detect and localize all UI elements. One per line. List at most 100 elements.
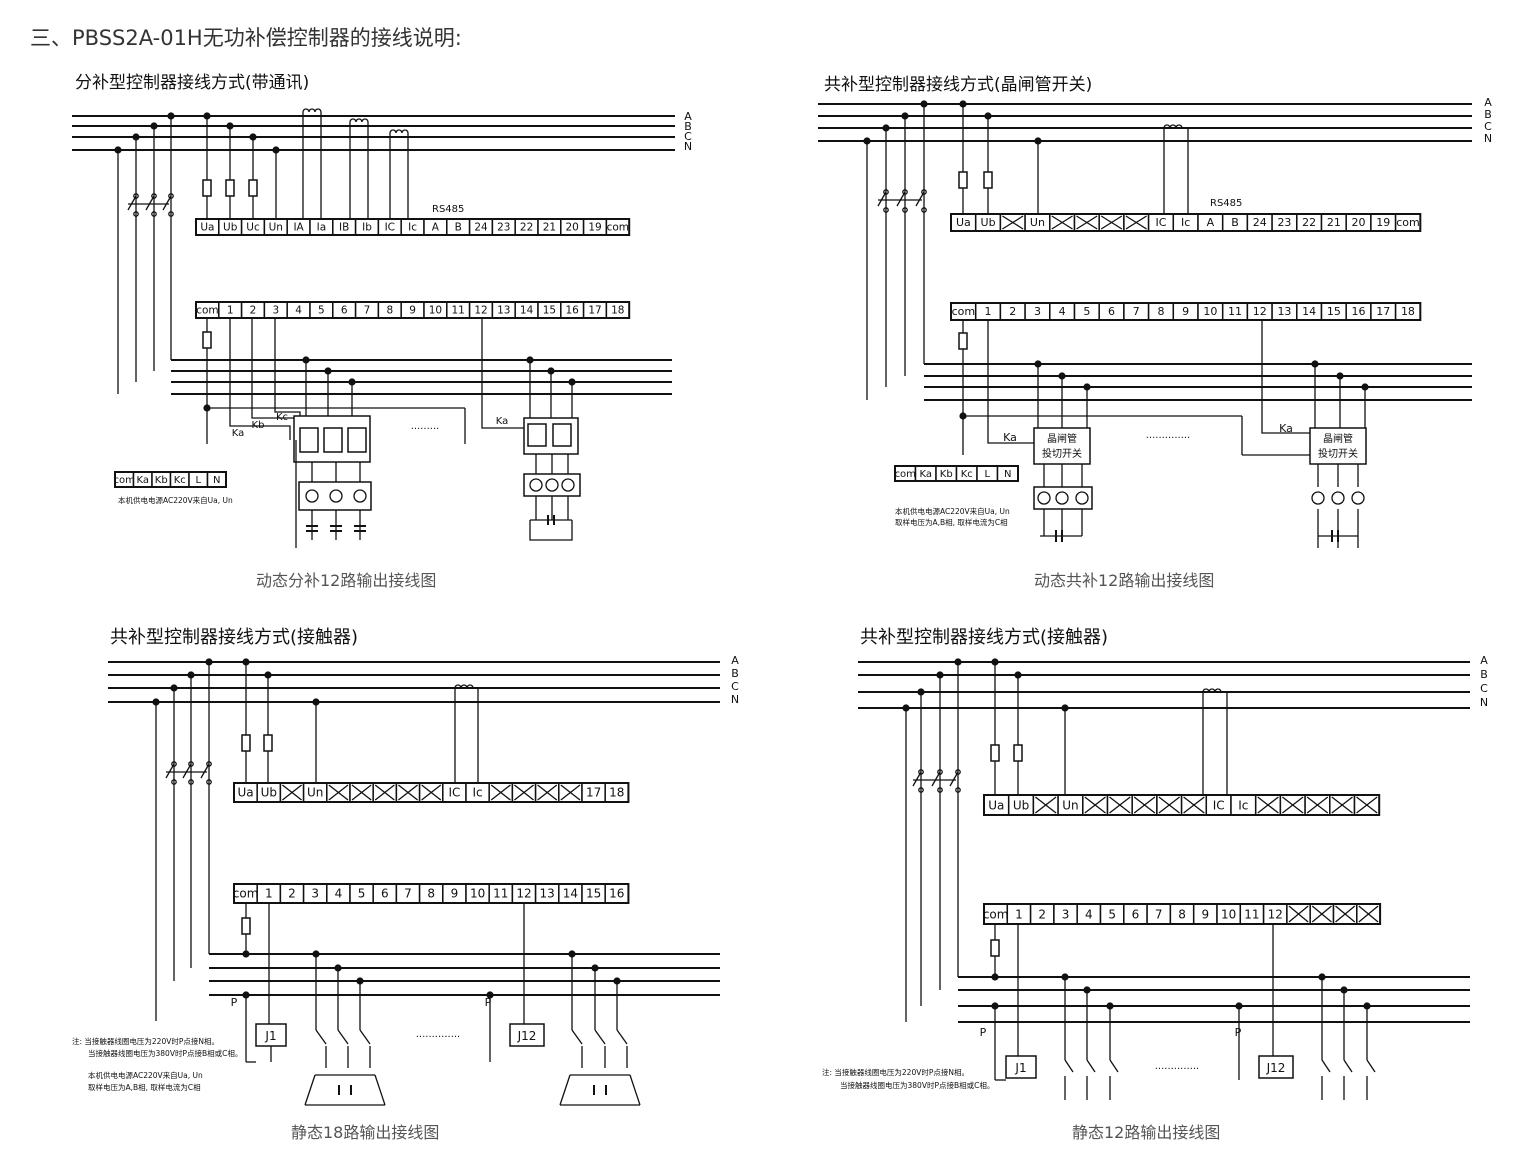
phase-label: C (1484, 120, 1492, 133)
wire (145, 195, 155, 211)
terminal-label: IC (1155, 216, 1166, 229)
phase-label: N (1484, 132, 1492, 145)
terminal-strip-frame (114, 471, 227, 488)
panel-title: 共补型控制器接线方式(接触器) (860, 627, 1108, 648)
reactor-coil (545, 478, 559, 492)
terminal-label: 12 (1268, 907, 1283, 921)
wire (359, 1029, 371, 1045)
panel-title: 共补型控制器接线方式(接触器) (110, 627, 358, 648)
terminal-label: 22 (520, 222, 533, 234)
terminal-label: Un (307, 786, 323, 800)
terminal-label: L (984, 469, 990, 480)
wire (1035, 796, 1057, 814)
terminal-strip-frame (233, 883, 630, 904)
thyristor (323, 427, 343, 453)
terminal-label: 6 (1132, 907, 1140, 921)
terminal-label: Ub (223, 222, 238, 234)
terminal-label: 7 (1155, 907, 1163, 921)
thyristor (299, 427, 319, 453)
reactor-coil (1331, 491, 1345, 505)
terminal-label: B (455, 222, 462, 234)
dots: ·············· (1146, 433, 1191, 444)
p-label: P (980, 1026, 987, 1039)
terminal-label: 19 (588, 222, 601, 234)
wire (877, 191, 887, 207)
fuse (958, 171, 968, 189)
terminal-label: 3 (311, 887, 319, 901)
switch-contact (921, 207, 927, 213)
terminal-label: Un (1030, 216, 1045, 229)
note: 注: 当接触器线圈电压为220V时P点接N相。 (822, 1067, 969, 1077)
terminal-label: 11 (452, 305, 465, 317)
contactor-label: J12 (517, 1029, 537, 1043)
switch-contact (171, 761, 177, 767)
terminal-label: 16 (609, 887, 624, 901)
terminal-label: Ib (362, 222, 372, 234)
terminal-label: 16 (1352, 305, 1366, 318)
page-heading: 三、PBSS2A-01H无功补偿控制器的接线说明: (30, 26, 462, 50)
fuse (241, 917, 251, 935)
wire (1158, 796, 1180, 814)
ct-coil (395, 129, 403, 134)
rs485-label: RS485 (432, 204, 464, 215)
reactor-coil (1055, 491, 1069, 505)
thyristor (347, 427, 367, 453)
terminal-label: 3 (1034, 305, 1041, 318)
terminal-label: B (1231, 216, 1239, 229)
terminal-label: Kb (940, 469, 953, 480)
terminal-label: Ic (1181, 216, 1190, 229)
terminal-label: Ka (919, 469, 932, 480)
phase-label: B (684, 120, 692, 133)
terminal-label: 9 (1202, 907, 1210, 921)
terminal-label: 3 (1062, 907, 1070, 921)
switch-contact (151, 211, 157, 217)
contactor-label: J1 (264, 1029, 276, 1043)
terminal-label: 12 (516, 887, 531, 901)
k-label: Kc (276, 412, 288, 423)
wire (529, 520, 573, 541)
ct-coil (349, 118, 357, 123)
switch-contact (188, 779, 194, 785)
ct-coil (466, 684, 474, 689)
terminal-label: 17 (586, 786, 601, 800)
wire (421, 784, 442, 801)
terminal-label: 23 (497, 222, 510, 234)
wire (616, 1029, 628, 1045)
note: 本机供电电源AC220V来自Ua, Un (895, 506, 1010, 516)
terminal-label: IC (448, 786, 460, 800)
terminal-label: A (432, 222, 440, 234)
p-label: P (231, 996, 238, 1009)
terminal-label: Kc (961, 469, 973, 480)
terminal-label: 23 (1277, 216, 1291, 229)
reactor-coil (561, 478, 575, 492)
phase-label: A (731, 654, 739, 667)
wire (559, 1074, 571, 1106)
switch-contact (883, 207, 889, 213)
panel-title: 分补型控制器接线方式(带通讯) (75, 73, 309, 93)
switch-contact (168, 211, 174, 217)
dots: ·············· (1155, 1064, 1200, 1075)
switch-contact (168, 193, 174, 199)
phase-label: A (684, 110, 692, 123)
note: 当接触器线圈电压为380V时P点接B相或C相。 (88, 1048, 242, 1058)
terminal-label: com (233, 887, 259, 901)
phase-label: B (1480, 668, 1488, 681)
ct-coil (355, 118, 363, 123)
wire (374, 784, 395, 801)
wire (127, 195, 137, 211)
reactor-coil (529, 478, 543, 492)
ct-coil (361, 118, 369, 123)
terminal-strip-frame (950, 302, 1422, 321)
terminal-label: Ua (956, 216, 971, 229)
terminal-label: 7 (404, 887, 412, 901)
junction-dot (242, 950, 250, 958)
reactor-coil (1037, 491, 1051, 505)
wire (1261, 320, 1310, 434)
phase-label: C (731, 680, 739, 693)
switch-label: 投切开关 (1042, 447, 1082, 460)
contactor-coil-j12 (1258, 1055, 1294, 1079)
panel4-caption: 静态12路输出接线图 (1072, 1123, 1221, 1142)
thyristor-switch (1309, 427, 1367, 465)
wire (987, 320, 1034, 444)
rs485-label: RS485 (1210, 198, 1242, 209)
